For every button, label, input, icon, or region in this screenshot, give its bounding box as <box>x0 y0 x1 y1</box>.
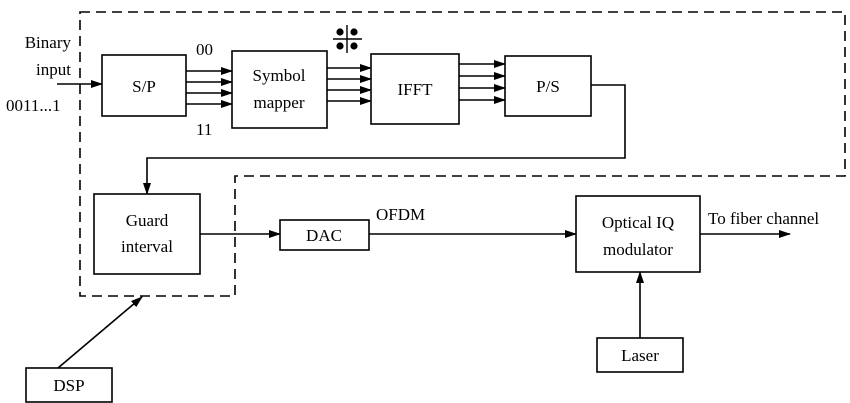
laser-label: Laser <box>621 346 659 365</box>
mapper-to-ifft-arrows <box>327 64 372 105</box>
symbol-mapper-label-line2: mapper <box>254 93 305 112</box>
dac-block <box>279 219 370 251</box>
ofdm-label: OFDM <box>376 205 425 224</box>
dac-label: DAC <box>306 226 342 245</box>
to-fiber-label: To fiber channel <box>708 209 819 228</box>
dsp-block <box>25 367 113 403</box>
symbol-mapper-label-line1: Symbol <box>253 66 306 85</box>
ps-to-guard-arrow <box>143 84 626 195</box>
ifft-to-ps-arrows <box>459 60 506 104</box>
dsp-to-region-arrow <box>57 296 143 369</box>
optical-iq-modulator-label-line1: Optical IQ <box>602 213 674 232</box>
bits-example-label: 0011...1 <box>6 96 61 115</box>
ps-block <box>504 55 592 117</box>
ps-label: P/S <box>536 77 560 96</box>
ifft-label: IFFT <box>398 80 434 99</box>
ifft-block <box>370 53 460 125</box>
sp-block <box>101 54 187 117</box>
binary-input-label-line1: Binary <box>25 33 72 52</box>
optical-iq-modulator-block <box>575 195 701 273</box>
last-symbol-label: 11 <box>196 120 212 139</box>
guard-interval-label-line1: Guard <box>126 211 169 230</box>
guard-interval-label-line2: interval <box>121 237 173 256</box>
sp-label: S/P <box>132 77 156 96</box>
guard-interval-block <box>93 193 201 275</box>
constellation-icon <box>333 25 362 53</box>
dsp-label: DSP <box>53 376 84 395</box>
symbol-mapper-block <box>231 50 328 129</box>
binary-input-label-line2: input <box>36 60 71 79</box>
sp-to-mapper-arrows <box>186 67 233 108</box>
first-symbol-label: 00 <box>196 40 213 59</box>
dsp-region-boundary <box>79 11 846 297</box>
optical-iq-modulator-label-line2: modulator <box>603 240 673 259</box>
